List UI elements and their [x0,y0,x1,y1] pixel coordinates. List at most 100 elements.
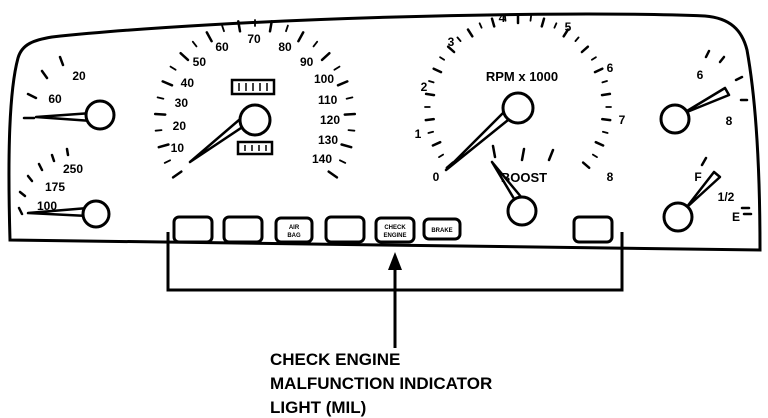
trip-odometer-digits [244,145,267,151]
speedometer-tick [333,65,341,71]
cluster-housing [7,12,762,252]
boost-hub [506,195,538,227]
fuel-gauge-hub [662,201,694,233]
left-bottom-gauge-label-250: 250 [63,162,83,176]
speedometer-label-60: 60 [215,40,229,54]
tachometer-tick [438,153,445,159]
speedometer-tick [163,159,172,164]
speedometer-tick [343,112,357,116]
callout-line-2: MALFUNCTION INDICATOR [270,374,492,393]
trip-odometer-window [236,140,274,156]
speedometer-tick [327,170,339,179]
tachometer-label-4: 4 [499,11,506,25]
tachometer-tick [540,17,546,28]
speedometer-tick [154,129,163,132]
fuel-gauge-label-e: E [732,210,740,224]
speedometer-label-30: 30 [175,96,189,110]
left-top-gauge-label-20: 20 [72,69,86,83]
speedometer-tick [191,40,198,48]
right-top-gauge: 6 8 [659,49,749,135]
tachometer-label-3: 3 [448,35,455,49]
callout-line-1: CHECK ENGINE [270,350,400,369]
warning-light-1 [172,215,214,244]
tachometer-tick [446,45,456,54]
tachometer-tick [602,130,609,134]
tachometer-tick [424,117,435,122]
left-bottom-gauge-hub [81,199,111,229]
boost-label: BOOST [501,170,547,185]
tachometer-tick [431,140,442,147]
tachometer-tick [580,45,590,54]
tachometer-tick [529,14,532,22]
speedometer-label-40: 40 [181,76,195,90]
tachometer-title: RPM x 1000 [486,69,558,84]
tachometer-tick [592,153,598,159]
callout-arrow-icon [388,252,402,270]
left-bottom-gauge-ticks [17,147,70,216]
speedometer-tick [161,80,174,87]
tachometer-tick [600,92,612,97]
tachometer-label-2: 2 [421,80,428,94]
speedometer-tick [336,80,349,87]
check-engine-light [374,216,416,244]
tachometer-tick [439,56,446,61]
fuel-gauge-ticks [700,156,753,216]
speedometer-label-80: 80 [278,40,292,54]
speedometer-label-140: 140 [312,152,332,166]
boost-gauge: BOOST [490,144,555,227]
tachometer-label-0: 0 [433,170,440,184]
brake-label: BRAKE [431,228,452,234]
left-top-gauge-label-60: 60 [48,92,62,106]
tachometer-label-8: 8 [607,170,614,184]
tachometer-tick [601,117,612,122]
tachometer: RPM x 1000 0 1 2 3 4 5 6 7 8 [415,11,626,184]
tachometer-tick [428,80,435,84]
speedometer-tick [340,143,353,149]
speedometer-tick [171,170,183,179]
speedometer-tick [221,24,225,33]
speedometer-label-90: 90 [300,55,314,69]
right-top-gauge-needle [680,86,731,116]
check-engine-label-line2: ENGINE [383,233,406,239]
right-top-gauge-ticks [704,49,749,102]
left-bottom-gauge: 100 175 250 [17,147,111,229]
speedometer-tick [320,51,331,62]
speedometer-label-10: 10 [171,141,185,155]
fuel-gauge: F 1/2 E [662,156,753,233]
speedometer-label-110: 110 [318,93,338,107]
tachometer-tick [466,28,474,38]
speedometer-tick [285,24,289,33]
right-top-gauge-label-6: 6 [697,68,704,82]
speedometer-hub [238,103,272,137]
warning-light-row: AIR BAG CHECK ENGINE BRAKE [172,215,614,244]
right-top-gauge-label-8: 8 [726,114,733,128]
tachometer-tick [427,130,435,134]
speedometer-tick [157,143,170,149]
left-top-gauge-ticks [22,55,65,120]
tachometer-label-7: 7 [619,113,626,127]
left-bottom-gauge-label-175: 175 [45,180,65,194]
air-bag-label-line1: AIR [289,225,300,231]
air-bag-light [274,216,314,244]
left-top-gauge: 20 60 [22,55,116,131]
warning-light-4 [324,215,366,244]
speedometer-label-70: 70 [247,32,261,46]
tachometer-tick [553,22,558,29]
speedometer-ticks [153,19,357,179]
tachometer-tick [591,56,597,61]
tachometer-tick [503,14,507,22]
tachometer-tick [432,67,443,74]
speedometer-tick [237,20,242,33]
tachometer-tick [456,36,462,42]
speedometer-label-20: 20 [173,119,187,133]
tachometer-tick [562,28,570,38]
speedometer-label-130: 130 [318,133,338,147]
speedometer-tick [179,51,190,62]
speedometer: 10 20 30 40 50 60 70 80 90 100 110 120 1… [153,19,357,179]
speedometer-label-50: 50 [193,55,207,69]
right-top-gauge-hub [659,103,691,135]
tachometer-label-6: 6 [607,61,614,75]
warning-light-2 [222,215,264,244]
odometer-digits [238,83,268,91]
